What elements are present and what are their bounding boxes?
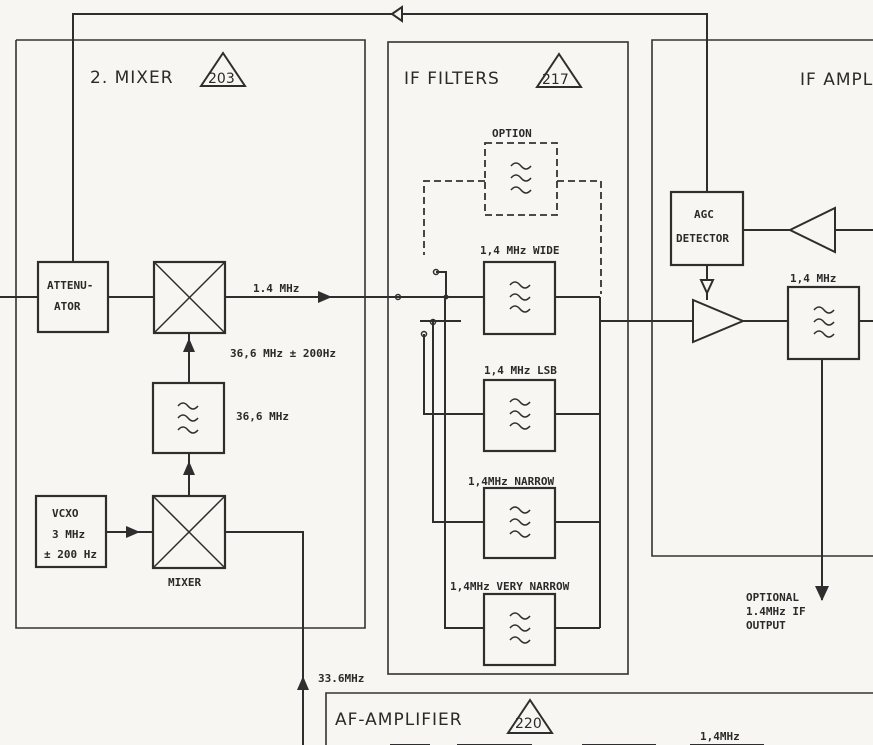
af-amp-ref-number: 220: [515, 716, 542, 732]
switch-contact-a: [394, 293, 402, 301]
lo-mixer-caption: MIXER: [168, 576, 201, 589]
af-amp-ref-triangle: [506, 698, 554, 734]
wide-filter-block: [482, 260, 557, 336]
mixer-output-arrow: [318, 291, 332, 303]
agc-feedback-arrow: [390, 5, 403, 23]
if-bandpass-filter-block: [786, 285, 861, 361]
attenuator-block: [36, 260, 110, 334]
optional-output-label-line1: OPTIONAL: [746, 591, 799, 604]
af-freq-label: 1,4MHz: [700, 730, 740, 743]
lo-freq-label: 36,6 MHz ± 200Hz: [230, 347, 336, 360]
lo-bandpass-filter-symbol: [177, 402, 199, 434]
agc-detector-label-line1: AGC: [694, 208, 714, 221]
very-narrow-filter-symbol: [509, 612, 531, 644]
lo-mixer-cross-b: [152, 495, 226, 569]
vcxo-label-line3: ± 200 Hz: [44, 548, 97, 561]
mixer-ref-number: 203: [208, 71, 235, 87]
if-amplifier: [692, 298, 746, 344]
optional-output-label-line2: 1.4MHz IF: [746, 605, 806, 618]
option-filter-symbol: [510, 162, 532, 194]
agc-detector-label-line2: DETECTOR: [676, 232, 729, 245]
mixer-section-frame: [15, 39, 366, 629]
option-output-dashed-line: [557, 180, 602, 294]
input-33-6-freq-label: 33.6MHz: [318, 672, 364, 685]
narrow-filter-block: [482, 486, 557, 560]
vcxo-label-line1: VCXO: [52, 507, 79, 520]
mixer-section-title: 2. MIXER: [90, 68, 174, 88]
wide-filter-tap-line: [436, 271, 447, 297]
optional-if-output-arrow: [815, 586, 829, 601]
option-filter-block: [484, 142, 558, 216]
lsb-input-line: [423, 334, 484, 415]
attenuator-label-line1: ATTENU-: [47, 279, 93, 292]
if-amp-section-frame: [651, 39, 873, 557]
af-amp-section-frame: [325, 692, 873, 745]
very-narrow-filter-label: 1,4MHz VERY NARROW: [450, 580, 570, 593]
if-filters-section-title: IF FILTERS: [404, 69, 500, 89]
vcxo-label-line2: 3 MHz: [52, 528, 85, 541]
narrow-filter-symbol: [509, 506, 531, 538]
option-input-dashed-line: [423, 180, 485, 255]
narrow-input-line: [432, 322, 484, 523]
lsb-filter-symbol: [509, 398, 531, 430]
lo-to-mixer-arrow: [183, 338, 195, 352]
attenuator-label-line2: ATOR: [54, 300, 81, 313]
option-label: OPTION: [492, 127, 532, 140]
wide-filter-symbol: [509, 281, 531, 313]
af-amp-section-title: AF-AMPLIFIER: [335, 710, 463, 730]
if-amp-section-title: IF AMPL: [800, 70, 873, 90]
mixer-ref-triangle: [199, 51, 247, 87]
second-mixer-cross-b: [153, 261, 226, 334]
mixer-output-freq-label: 1.4 MHz: [253, 282, 299, 295]
lsb-filter-label: 1,4 MHz LSB: [484, 364, 557, 377]
mixer-to-filter-arrow: [183, 461, 195, 475]
if-bandpass-filter-symbol: [813, 306, 835, 338]
agc-feedback-line: [72, 13, 708, 262]
lsb-filter-block: [482, 378, 557, 453]
if-filters-ref-number: 217: [542, 72, 569, 88]
input-33-6-line: [225, 531, 304, 745]
agc-control-arrow: [699, 279, 715, 296]
wide-filter-label: 1,4 MHz WIDE: [480, 244, 559, 257]
very-narrow-filter-block: [482, 592, 557, 667]
narrow-filter-label: 1,4MHz NARROW: [468, 475, 554, 488]
optional-output-label-line3: OUTPUT: [746, 619, 786, 632]
very-narrow-input-line: [444, 297, 484, 629]
input-33-6-arrow: [297, 676, 309, 690]
agc-detector-block: [669, 190, 745, 267]
if-filters-ref-triangle: [535, 52, 583, 88]
lo-filter-freq-label: 36,6 MHz: [236, 410, 289, 423]
vcxo-to-mixer-arrow: [126, 526, 140, 538]
agc-buffer-amplifier: [787, 206, 836, 254]
if-filters-section-frame: [387, 41, 629, 675]
if-filter-freq-label: 1,4 MHz: [790, 272, 836, 285]
